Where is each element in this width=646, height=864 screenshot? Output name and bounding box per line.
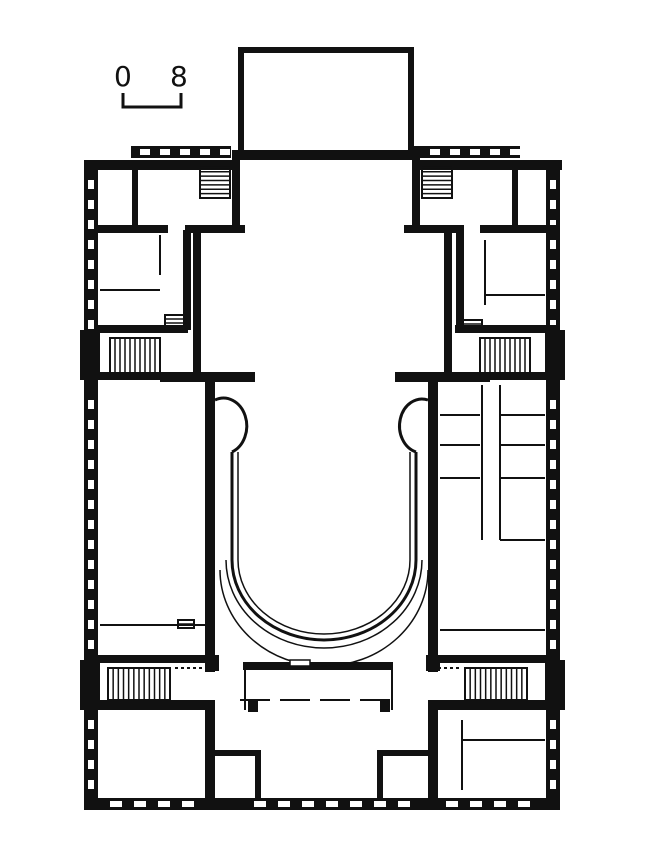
- window: [182, 801, 194, 807]
- window: [550, 400, 556, 409]
- stage-house: [238, 47, 414, 157]
- window: [88, 560, 94, 569]
- window: [88, 780, 94, 789]
- window: [550, 640, 556, 649]
- window: [88, 620, 94, 629]
- window: [470, 149, 480, 155]
- window: [88, 440, 94, 449]
- window: [254, 801, 266, 807]
- window: [302, 801, 314, 807]
- window: [88, 540, 94, 549]
- window: [550, 440, 556, 449]
- window: [518, 801, 530, 807]
- window: [158, 801, 170, 807]
- window: [550, 460, 556, 469]
- stair-outline: [459, 319, 483, 333]
- interior-walls: [98, 150, 560, 810]
- window: [88, 740, 94, 749]
- window: [110, 801, 122, 807]
- window: [550, 420, 556, 429]
- scale-bar: 0 8: [114, 60, 188, 109]
- thin-partitions: [100, 235, 545, 790]
- scale-bar-line: [121, 93, 183, 109]
- staircases: [107, 162, 531, 701]
- window: [200, 149, 210, 155]
- window: [430, 149, 440, 155]
- window: [398, 801, 410, 807]
- window: [88, 260, 94, 269]
- window: [446, 801, 458, 807]
- window: [550, 740, 556, 749]
- window: [550, 720, 556, 729]
- windows: [88, 149, 556, 807]
- window: [550, 200, 556, 209]
- window: [140, 149, 150, 155]
- window: [160, 149, 170, 155]
- outer-walls: [80, 146, 565, 810]
- window: [88, 240, 94, 249]
- window: [470, 801, 482, 807]
- window: [550, 760, 556, 769]
- window: [88, 320, 94, 329]
- window: [88, 480, 94, 489]
- window: [326, 801, 338, 807]
- window: [550, 240, 556, 249]
- window: [278, 801, 290, 807]
- window: [450, 149, 460, 155]
- window: [550, 500, 556, 509]
- window: [88, 220, 94, 229]
- window: [550, 320, 556, 329]
- window: [88, 600, 94, 609]
- window: [88, 520, 94, 529]
- lobby-columns: [205, 655, 440, 712]
- window: [88, 180, 94, 189]
- window: [88, 200, 94, 209]
- window: [220, 149, 230, 155]
- scale-start-label: 0: [114, 60, 132, 93]
- window: [88, 460, 94, 469]
- window: [550, 540, 556, 549]
- window: [88, 640, 94, 649]
- window: [180, 149, 190, 155]
- window: [550, 480, 556, 489]
- window: [550, 580, 556, 589]
- window: [550, 180, 556, 189]
- window: [550, 300, 556, 309]
- window: [550, 520, 556, 529]
- window: [550, 260, 556, 269]
- window: [88, 720, 94, 729]
- lobby-opening: [289, 659, 311, 667]
- window: [550, 280, 556, 289]
- scale-end-label: 8: [170, 60, 188, 93]
- window: [490, 149, 500, 155]
- window: [350, 801, 362, 807]
- window: [88, 300, 94, 309]
- window: [510, 149, 520, 155]
- window: [88, 400, 94, 409]
- stair-outline: [164, 314, 188, 328]
- window: [88, 500, 94, 509]
- auditorium-horseshoe: [214, 396, 429, 667]
- window: [134, 801, 146, 807]
- window: [494, 801, 506, 807]
- window: [374, 801, 386, 807]
- window: [550, 600, 556, 609]
- window: [88, 280, 94, 289]
- window: [550, 620, 556, 629]
- window: [88, 760, 94, 769]
- window: [88, 580, 94, 589]
- window: [550, 780, 556, 789]
- window: [550, 220, 556, 229]
- window: [88, 420, 94, 429]
- window: [550, 560, 556, 569]
